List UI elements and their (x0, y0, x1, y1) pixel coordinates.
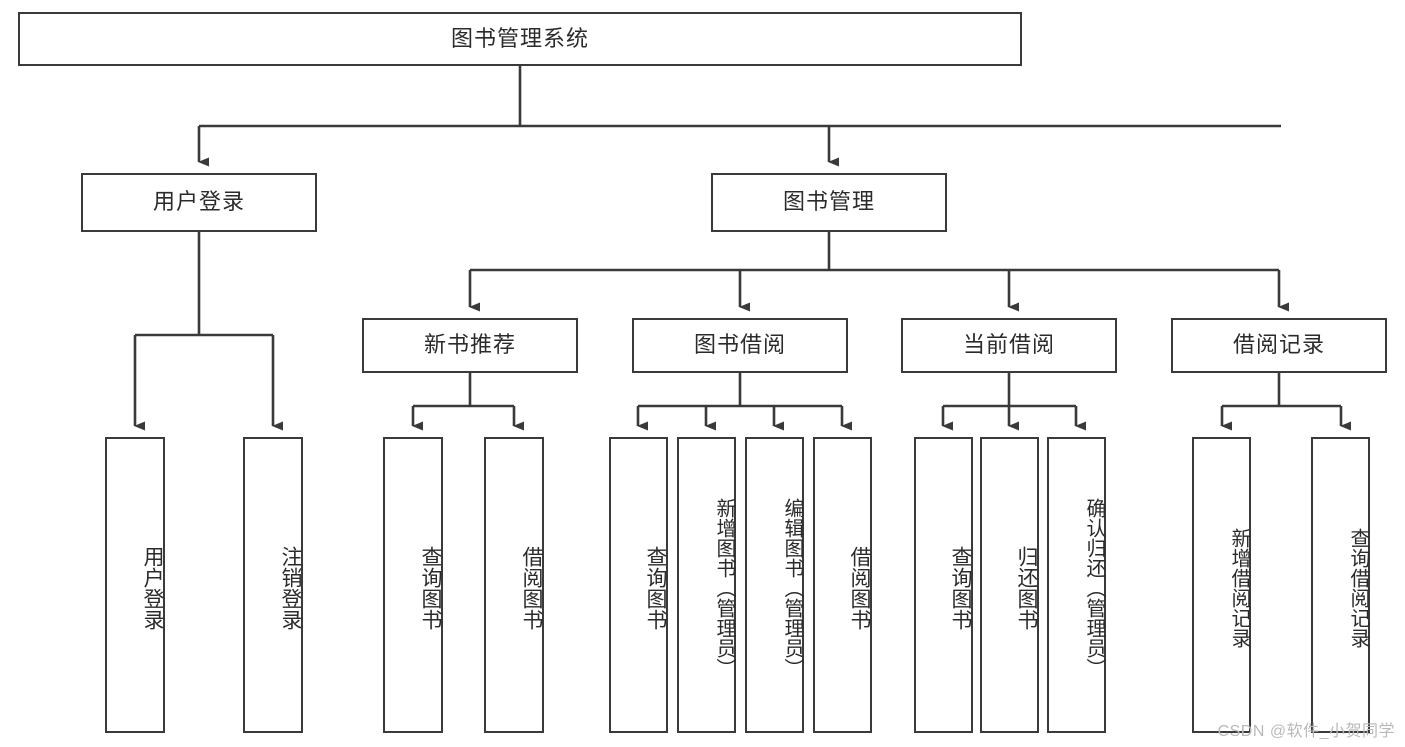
node-label: 当前借阅 (962, 332, 1055, 358)
node-leaf-logout[interactable]: 注销登录 (243, 437, 303, 733)
node-leaf-borrow-book-recommend[interactable]: 借阅图书 (484, 437, 544, 733)
node-label: 借阅记录 (1232, 332, 1325, 358)
node-leaf-add-book-admin[interactable]: 新增图书（管理员） (677, 437, 736, 733)
node-label: 图书借阅 (693, 332, 786, 358)
node-leaf-query-book-current[interactable]: 查询图书 (914, 437, 973, 733)
book-borrow-to-leaves-connectors (636, 373, 852, 431)
node-label: 查询借阅记录 (1347, 528, 1369, 648)
node-label: 新书推荐 (423, 332, 516, 358)
node-leaf-query-borrow-record[interactable]: 查询借阅记录 (1311, 437, 1370, 733)
node-new-book-recommendation[interactable]: 新书推荐 (362, 318, 578, 373)
node-root-book-management-system[interactable]: 图书管理系统 (18, 12, 1022, 66)
node-label: 确认归还（管理员） (1083, 498, 1105, 678)
new-book-to-leaves-connectors (411, 373, 524, 431)
node-label: 借阅图书 (848, 546, 871, 630)
borrow-record-to-leaves-connectors (1220, 373, 1351, 431)
node-leaf-borrow-book[interactable]: 借阅图书 (813, 437, 872, 733)
node-label: 图书管理 (782, 189, 875, 215)
root-to-level2-connectors (197, 66, 1281, 167)
node-leaf-query-book-borrow[interactable]: 查询图书 (609, 437, 668, 733)
node-leaf-return-book[interactable]: 归还图书 (980, 437, 1039, 733)
csdn-watermark: CSDN @软件_小贺同学 (1217, 723, 1395, 740)
book-mgmt-to-level3-connectors (468, 232, 1289, 312)
node-label: 注销登录 (279, 546, 302, 630)
node-current-borrowing[interactable]: 当前借阅 (901, 318, 1117, 373)
node-label: 图书管理系统 (450, 25, 589, 51)
node-label: 借阅图书 (520, 546, 543, 630)
node-leaf-user-login[interactable]: 用户登录 (105, 437, 165, 733)
current-borrow-to-leaves-connectors (941, 373, 1086, 431)
node-label: 新增图书（管理员） (713, 498, 735, 678)
node-label: 查询图书 (644, 546, 667, 630)
node-leaf-edit-book-admin[interactable]: 编辑图书（管理员） (745, 437, 804, 733)
node-leaf-confirm-return-admin[interactable]: 确认归还（管理员） (1047, 437, 1106, 733)
node-leaf-query-book-recommend[interactable]: 查询图书 (383, 437, 443, 733)
node-label: 用户登录 (152, 189, 245, 215)
user-login-to-leaves-connectors (133, 232, 283, 431)
node-label: 用户登录 (141, 546, 164, 630)
node-borrowing-record[interactable]: 借阅记录 (1171, 318, 1387, 373)
node-label: 归还图书 (1015, 546, 1038, 630)
node-label: 查询图书 (419, 546, 442, 630)
node-label: 新增借阅记录 (1228, 528, 1250, 648)
node-user-login[interactable]: 用户登录 (81, 173, 317, 232)
node-label: 查询图书 (949, 546, 972, 630)
node-book-management[interactable]: 图书管理 (711, 173, 947, 232)
node-book-borrowing[interactable]: 图书借阅 (632, 318, 848, 373)
node-label: 编辑图书（管理员） (781, 498, 803, 678)
node-leaf-add-borrow-record[interactable]: 新增借阅记录 (1192, 437, 1251, 733)
